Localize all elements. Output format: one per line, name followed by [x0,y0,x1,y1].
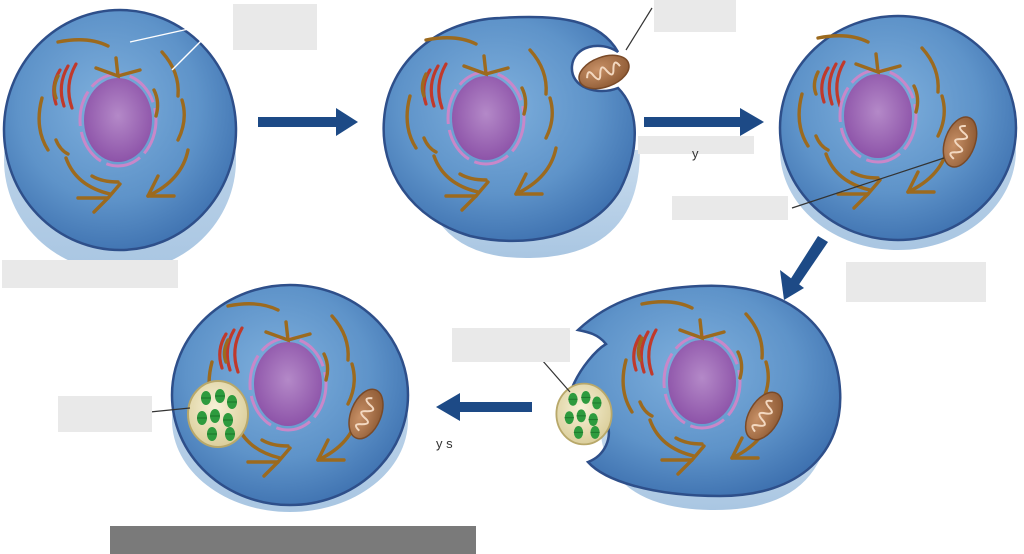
cell-with-mitochondrion-and-chloroplast [149,283,410,512]
engulfed-chloroplast [555,382,613,446]
chloroplast [187,380,249,448]
leader-line-er-1 [129,21,221,43]
leader-line-mitochondrion [625,7,653,51]
arrow-4-caption: y s [436,436,453,451]
engulfing-cell-2 [541,284,842,511]
leader-line-chloroplast [149,407,191,413]
leader-line-mitochondrion [791,157,945,209]
arrow-2 [644,108,764,136]
label-box-cell-4 [846,262,986,302]
ancestral-cell [2,8,238,272]
engulfing-cell [382,7,653,259]
label-box-final-cell [110,526,476,554]
label-box-er [233,4,317,50]
leader-line-er-2 [171,21,221,71]
leader-line-chloroplast [541,359,571,393]
label-box-chloroplast-top [452,328,570,362]
cell-with-mitochondrion [778,14,1018,250]
label-box-arrow-2 [638,136,754,154]
label-box-ancestral-cell [2,260,178,288]
arrow-2-caption: y [692,146,699,161]
arrow-4 [436,393,532,421]
arrow-1 [258,108,358,136]
process-arrows [258,108,828,421]
arrow-3 [780,236,828,300]
label-box-mitochondrion-side [672,196,788,220]
label-box-mitochondrion-top [654,0,736,32]
label-box-chloroplast-side [58,396,152,432]
